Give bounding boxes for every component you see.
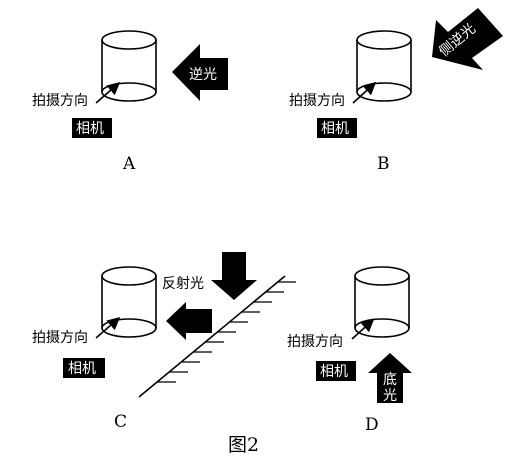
reflector-surface	[138, 275, 286, 398]
direction-label-d: 拍摄方向	[287, 334, 343, 350]
direction-label-c: 拍摄方向	[32, 330, 88, 346]
camera-box-a	[72, 118, 112, 138]
light-arrow-d	[368, 353, 412, 403]
incident-light-arrow	[211, 252, 257, 300]
reflector-hatching	[157, 281, 296, 383]
camera-box-d	[316, 361, 356, 381]
reflected-light-arrow	[166, 302, 212, 340]
panel-c: 拍摄方向 相机 反射光 C	[32, 252, 296, 432]
cylinder-b	[356, 30, 412, 102]
direction-arrow-a	[95, 81, 121, 104]
camera-label-b: 相机	[321, 121, 349, 137]
camera-label-a: 相机	[76, 121, 104, 137]
cylinder-a	[101, 30, 157, 102]
direction-arrow-d	[351, 318, 375, 340]
light-label-d-bottom: 光	[383, 388, 397, 404]
figure-caption: 图2	[228, 434, 259, 456]
panel-a: 拍摄方向 相机 逆光 A	[32, 30, 228, 174]
light-label-c: 反射光	[162, 276, 204, 292]
direction-label-a: 拍摄方向	[32, 93, 88, 109]
cylinder-d	[354, 266, 410, 338]
camera-box-c	[63, 358, 105, 378]
direction-label-b: 拍摄方向	[289, 93, 345, 109]
direction-arrow-c	[95, 316, 121, 339]
light-arrow-a	[172, 44, 228, 101]
panel-letter-a: A	[122, 154, 136, 174]
direction-arrow-b	[352, 81, 377, 104]
camera-box-b	[317, 118, 357, 138]
panel-letter-c: C	[114, 412, 127, 432]
light-label-a: 逆光	[189, 67, 217, 83]
panel-letter-b: B	[377, 154, 390, 174]
panel-d: 拍摄方向 相机 底 光 D	[287, 266, 412, 435]
panel-b: 拍摄方向 相机 侧逆光 B	[289, 8, 503, 174]
cylinder-c	[101, 266, 157, 338]
light-arrow-b	[432, 8, 503, 70]
light-label-d-top: 底	[383, 372, 397, 388]
panel-letter-d: D	[365, 415, 379, 435]
camera-label-d: 相机	[320, 364, 348, 380]
camera-label-c: 相机	[68, 361, 96, 377]
